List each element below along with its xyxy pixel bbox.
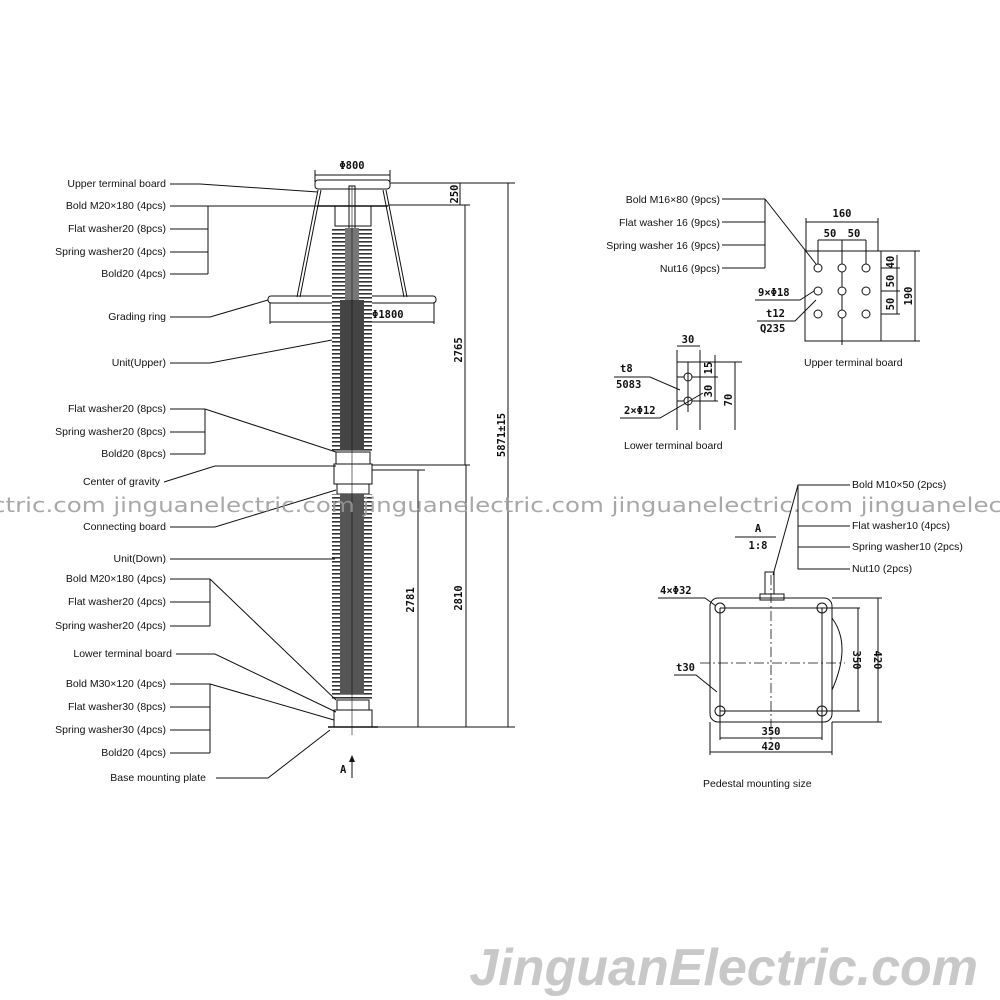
pedestal-label: Bold M10×50 (2pcs) [852, 479, 946, 491]
upper-board-label: Spring washer 16 (9pcs) [606, 240, 720, 252]
callout-label: Spring washer20 (4pcs) [55, 620, 166, 632]
pedestal-label: Spring washer10 (2pcs) [852, 541, 963, 553]
upper-board-label: Nut16 (9pcs) [660, 263, 720, 275]
dim-420: 420 [762, 741, 781, 753]
dim-40: 40 [885, 256, 897, 269]
pedestal-label: Nut10 (2pcs) [852, 563, 912, 575]
upper-board-holes: 9×Φ18 [758, 287, 790, 299]
callout-label: Connecting board [83, 521, 166, 533]
dim-250: 250 [449, 185, 461, 204]
upper-terminal-plate [314, 179, 391, 190]
dim-2781: 2781 [405, 587, 417, 612]
dim-ring-diameter: Φ1800 [372, 309, 404, 321]
lower-board-thickness: t8 [620, 363, 633, 375]
dim-70: 70 [723, 394, 735, 407]
callout-label: Upper terminal board [67, 178, 166, 190]
callout-label: Center of gravity [83, 476, 161, 488]
lower-board-holes: 2×Φ12 [624, 405, 656, 417]
pedestal-caption: Pedestal mounting size [703, 778, 812, 790]
connecting-flange [335, 451, 371, 465]
dim-15: 15 [703, 362, 715, 375]
callout-label: Unit(Upper) [112, 357, 166, 369]
upper-terminal-board-detail: Bold M16×80 (9pcs) Flat washer 16 (9pcs)… [606, 194, 920, 369]
dim-30: 30 [703, 385, 715, 398]
view-a-label: A [340, 764, 347, 776]
callout-label: Lower terminal board [73, 648, 172, 660]
lower-board-caption: Lower terminal board [624, 440, 723, 452]
pedestal-detail: A 1:8 Bold M10×50 (2pcs) Flat washer10 (… [658, 479, 963, 790]
dim-420: 420 [871, 651, 883, 670]
leader-lines [163, 183, 337, 779]
dim-total-height: 5871±15 [496, 413, 508, 457]
upper-board-label: Bold M16×80 (9pcs) [626, 194, 720, 206]
callout-label: Flat washer20 (8pcs) [68, 403, 166, 415]
callout-label: Bold20 (8pcs) [101, 448, 166, 460]
upper-board-thickness: t12 [766, 308, 785, 320]
callout-label: Unit(Down) [113, 553, 166, 565]
callout-label: Bold20 (4pcs) [101, 747, 166, 759]
dim-50: 50 [824, 228, 837, 240]
pedestal-holes-label: 4×Φ32 [660, 585, 692, 597]
base-assembly [333, 709, 373, 728]
lower-board-material: 5083 [616, 379, 641, 391]
pedestal-scale: 1:8 [749, 540, 768, 552]
dim-2765: 2765 [453, 337, 465, 362]
dim-50: 50 [848, 228, 861, 240]
callout-label: Bold M20×180 (4pcs) [66, 200, 166, 212]
callout-label: Base mounting plate [110, 772, 206, 784]
dim-190: 190 [903, 287, 915, 306]
dim-30: 30 [682, 334, 695, 346]
callout-label: Spring washer20 (4pcs) [55, 246, 166, 258]
pedestal-view-label: A [755, 523, 762, 535]
lower-terminal-board-detail: 30 15 30 70 t8 5083 2×Φ12 Lower terminal… [614, 334, 742, 452]
arrester-column [267, 170, 437, 778]
watermark-logo: JinguanElectric.com [469, 939, 978, 997]
callout-label: Spring washer20 (8pcs) [55, 426, 166, 438]
dim-160: 160 [833, 208, 852, 220]
column-dimensions: Φ800 Φ1800 250 2765 5871±15 2781 2810 A [339, 160, 515, 776]
callout-label: Spring washer30 (4pcs) [55, 724, 166, 736]
pedestal-label: Flat washer10 (4pcs) [852, 520, 950, 532]
dim-top-diameter: Φ800 [339, 160, 364, 172]
callout-label: Flat washer20 (8pcs) [68, 223, 166, 235]
grading-ring-struts [296, 189, 408, 298]
callout-label: Bold M20×180 (4pcs) [66, 573, 166, 585]
upper-board-label: Flat washer 16 (9pcs) [619, 217, 720, 229]
callout-label: Flat washer20 (4pcs) [68, 596, 166, 608]
upper-board-caption: Upper terminal board [804, 357, 903, 369]
dim-2810: 2810 [453, 585, 465, 610]
callout-label: Bold M30×120 (4pcs) [66, 678, 166, 690]
bolt-holes [813, 263, 871, 319]
watermark-strip: ctric.com jinguanelectric.com jinguanele… [0, 493, 1000, 517]
upper-board-plate [804, 250, 882, 342]
pedestal-thickness: t30 [676, 662, 695, 674]
dim-350: 350 [850, 651, 862, 670]
callout-label: Flat washer30 (8pcs) [68, 701, 166, 713]
dim-50: 50 [885, 275, 897, 288]
left-callouts: Upper terminal board Bold M20×180 (4pcs)… [55, 178, 337, 784]
callout-label: Bold20 (4pcs) [101, 268, 166, 280]
dim-50: 50 [885, 298, 897, 311]
callout-label: Grading ring [108, 311, 166, 323]
dim-350: 350 [762, 726, 781, 738]
upper-board-material: Q235 [760, 323, 785, 335]
